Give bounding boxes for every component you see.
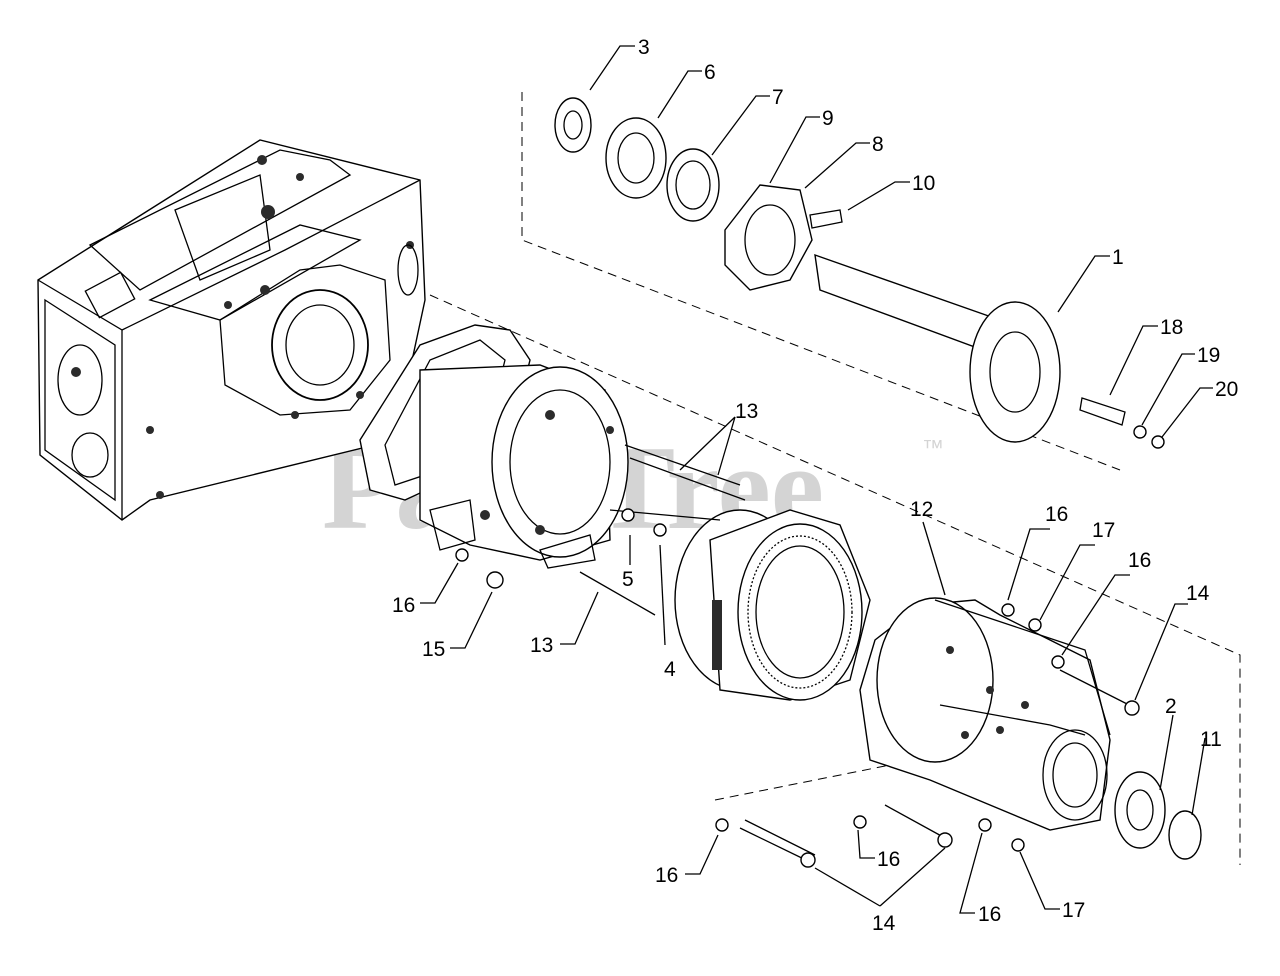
axle-shaft-parts [554, 97, 1165, 449]
ring-gear-assembly [674, 509, 871, 701]
callout-8: 8 [872, 133, 884, 156]
callout-15: 15 [422, 638, 445, 661]
callout-16-bottom-a: 16 [877, 848, 900, 871]
callout-14-upper: 14 [1186, 582, 1210, 605]
callout-18: 18 [1160, 316, 1183, 339]
callout-13-upper: 13 [735, 400, 758, 423]
callout-labels: 3 6 7 9 8 10 1 18 19 20 13 12 16 17 16 1… [392, 36, 1238, 935]
axle-housing-left [359, 324, 629, 569]
callout-11: 11 [1200, 728, 1222, 751]
callout-1: 1 [1112, 246, 1124, 269]
callout-6: 6 [704, 61, 716, 84]
callout-13-lower: 13 [530, 634, 553, 657]
callout-3: 3 [638, 36, 650, 59]
callout-16-bottom-c: 16 [978, 903, 1001, 926]
callout-17-bottom: 17 [1062, 899, 1085, 922]
callout-7: 7 [772, 86, 784, 109]
callout-14-bottom: 14 [872, 912, 896, 935]
callout-19: 19 [1197, 344, 1220, 367]
watermark-trademark: ™ [922, 435, 944, 460]
callout-4: 4 [664, 658, 676, 681]
callout-5: 5 [622, 568, 634, 591]
callout-2: 2 [1165, 695, 1177, 718]
callout-16-upper-b: 16 [1128, 549, 1151, 572]
callout-16-upper-a: 16 [1045, 503, 1068, 526]
callout-17-upper: 17 [1092, 519, 1115, 542]
axle-housing-right [859, 597, 1111, 831]
callout-16-left: 16 [392, 594, 415, 617]
leader-lines [420, 45, 1213, 914]
callout-16-bottom-b: 16 [655, 864, 678, 887]
transmission-case [37, 139, 426, 521]
callout-12: 12 [910, 498, 933, 521]
callout-20: 20 [1215, 378, 1238, 401]
bolts-and-studs [455, 444, 1202, 868]
callout-10: 10 [912, 172, 935, 195]
callout-9: 9 [822, 107, 834, 130]
